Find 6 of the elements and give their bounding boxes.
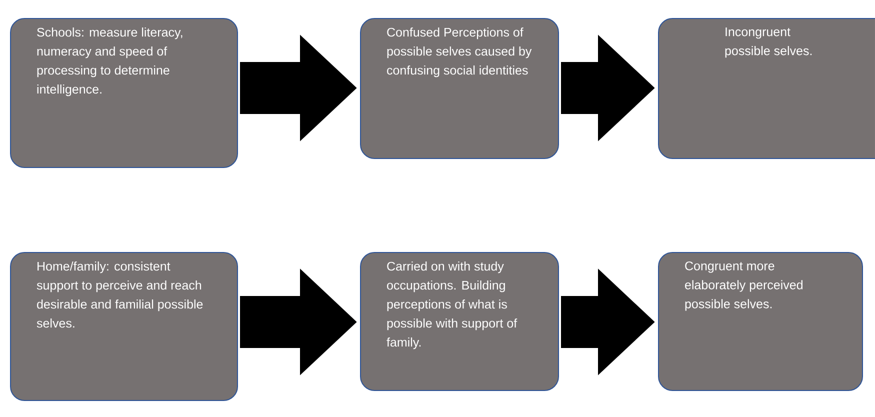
process-box: Congruent more elaborately perceived possible selves. <box>658 252 863 391</box>
process-box: Confused Perceptions of possible selves caused by confusing social identities <box>360 18 559 159</box>
process-box: Carried on with study occupations. Building perceptions of what is possible with support of family. <box>360 252 559 391</box>
process-box: Home/family: consistent support to perceive and reach desirable and familial possible selves. <box>10 252 238 401</box>
process-box: Schools: measure literacy, numeracy and speed of processing to determine intelligence. <box>10 18 238 168</box>
process-box: Incongruent possible selves. <box>658 18 875 159</box>
